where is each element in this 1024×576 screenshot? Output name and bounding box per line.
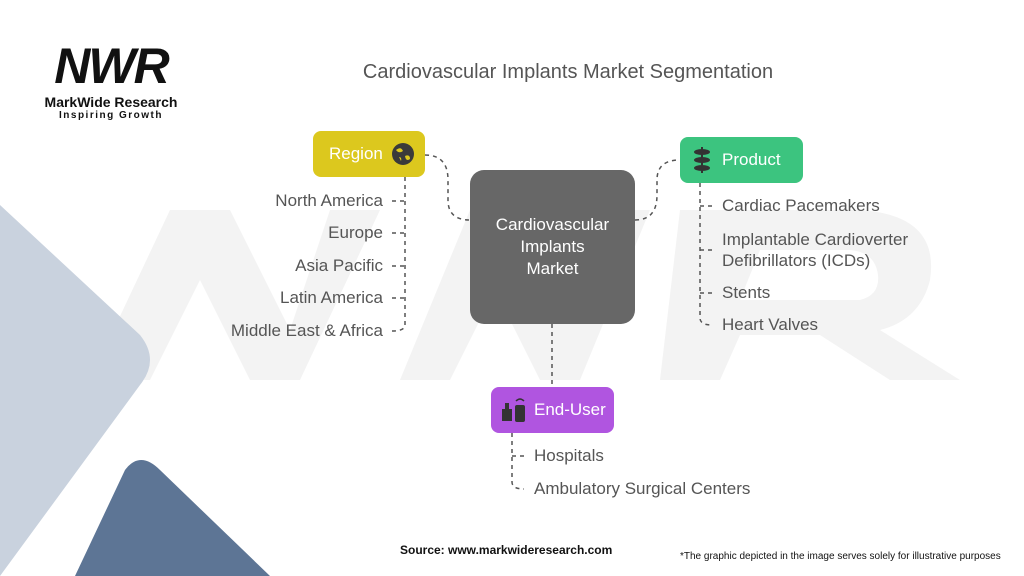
- logo: NWR MarkWide Research Inspiring Growth: [35, 38, 187, 122]
- region-label: Region: [329, 144, 383, 163]
- center-line: Cardiovascular: [495, 215, 610, 234]
- center-line: Implants: [520, 237, 585, 256]
- logo-tagline: Inspiring Growth: [59, 110, 163, 121]
- medical-devices-icon: [502, 398, 525, 422]
- region-item: Europe: [328, 223, 383, 242]
- region-item: Asia Pacific: [295, 256, 383, 275]
- stack-icon: [694, 147, 710, 173]
- region-item: North America: [275, 191, 383, 210]
- enduser-label: End-User: [534, 400, 606, 419]
- product-node: Product: [680, 137, 803, 183]
- globe-icon: [391, 143, 414, 165]
- region-node: Region: [313, 131, 425, 177]
- page-title: Cardiovascular Implants Market Segmentat…: [362, 61, 774, 83]
- enduser-tree: [511, 433, 525, 490]
- product-item: Stents: [722, 283, 771, 302]
- enduser-item: Hospitals: [534, 446, 604, 465]
- product-item: Defibrillators (ICDs): [722, 251, 871, 270]
- connector-product: [634, 159, 681, 221]
- logo-mark: NWR: [54, 38, 169, 94]
- disclaimer-text: *The graphic depicted in the image serve…: [680, 551, 1001, 562]
- region-item: Middle East & Africa: [230, 321, 383, 340]
- source-text: Source: www.markwideresearch.com: [400, 543, 613, 557]
- bottom-shape: [75, 460, 270, 576]
- left-shape: [0, 205, 150, 576]
- product-item: Heart Valves: [722, 315, 819, 334]
- region-tree: [391, 177, 406, 332]
- logo-name: MarkWide Research: [44, 94, 178, 110]
- center-line: Market: [526, 259, 579, 278]
- region-item: Latin America: [280, 288, 383, 307]
- product-item: Implantable Cardioverter: [722, 230, 909, 249]
- product-label: Product: [722, 150, 781, 169]
- product-item: Cardiac Pacemakers: [722, 196, 880, 215]
- connector-region: [424, 154, 471, 221]
- enduser-node: End-User: [491, 387, 614, 433]
- enduser-item: Ambulatory Surgical Centers: [534, 479, 751, 498]
